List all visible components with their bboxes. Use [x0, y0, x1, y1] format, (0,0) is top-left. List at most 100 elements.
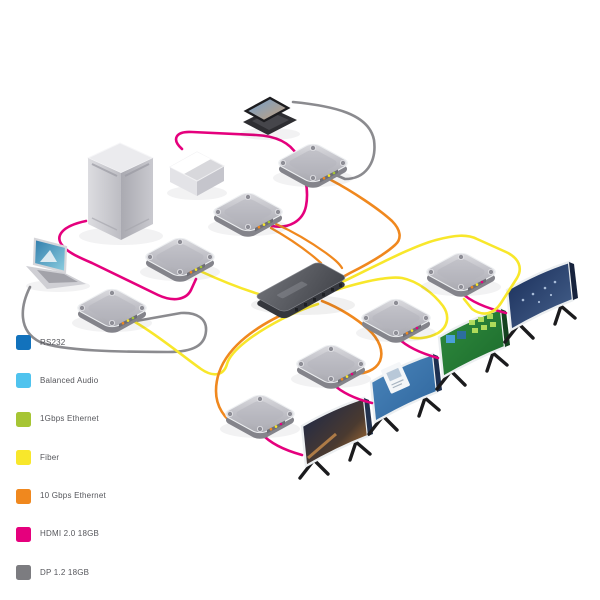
ethernet-cable-encoder2-to-switch-b: [274, 222, 344, 270]
legend-label: 10 Gbps Ethernet: [40, 491, 106, 501]
legend-item-10g-ethernet: 10 Gbps Ethernet: [16, 488, 106, 504]
legend: RS232 Balanced Audio 1Gbps Ethernet Fibe…: [16, 335, 106, 581]
legend-label: Balanced Audio: [40, 375, 99, 385]
corner-screws: [363, 299, 429, 336]
document-image: [386, 367, 402, 382]
receiver-3: [291, 344, 371, 389]
puck-plate: [437, 259, 485, 285]
mediabox-front: [170, 167, 197, 196]
legend-label: HDMI 2.0 18GB: [40, 529, 100, 539]
hdmi-cable-tower-to-encoder3: [58, 219, 198, 301]
corner-screws: [215, 193, 281, 230]
monitor-skyline: [503, 260, 578, 344]
encoder-4: [72, 288, 152, 333]
port-leds: [322, 171, 336, 180]
mediabox-lid: [170, 152, 211, 174]
puck-plate: [156, 244, 204, 270]
monitor-screen: [505, 260, 575, 332]
switch-ports: [295, 283, 342, 312]
ethernet-cable-switch-to-receiver3: [320, 299, 383, 375]
ethernet-cable-encoder1-to-switch: [329, 178, 401, 280]
monitor-city-night: [298, 396, 373, 480]
monitor-edge: [433, 354, 442, 392]
legend-label: RS232: [40, 337, 66, 347]
legend-item-1g-ethernet: 1Gbps Ethernet: [16, 411, 106, 427]
port-leds: [470, 280, 484, 289]
laptop-screen: [243, 96, 291, 123]
tower-side: [121, 158, 153, 240]
legend-item-hdmi: HDMI 2.0 18GB: [16, 526, 106, 542]
port-leds: [121, 316, 135, 325]
port-leds: [189, 265, 203, 274]
corner-screws: [298, 345, 364, 382]
legend-item-fiber: Fiber: [16, 450, 106, 466]
puck-plate: [307, 351, 355, 377]
monitor-leg-icon: [435, 351, 509, 391]
port-leds: [405, 326, 419, 335]
fiber-color-swatch: [16, 450, 31, 466]
legend-label: Fiber: [40, 452, 60, 462]
dp-cable-silver-laptop-to-encoder4: [21, 285, 208, 354]
port-leds: [269, 422, 283, 431]
tower-handle: [91, 163, 150, 177]
encoder-2: [208, 192, 288, 237]
skyline-lights: [521, 280, 557, 304]
laptop-keyboard: [252, 112, 289, 130]
receiver-2: [356, 298, 436, 343]
silver-laptop: [26, 237, 90, 292]
device-shadow: [240, 128, 300, 140]
hdmi-color-swatch: [16, 526, 31, 542]
dashboard-cells: [469, 314, 496, 333]
receiver-1: [421, 252, 501, 297]
corner-screws: [79, 289, 145, 326]
tower-vents: [91, 217, 150, 232]
receiver-4: [220, 394, 300, 439]
monitor-leg-icon: [367, 396, 441, 436]
balanced-audio-color-swatch: [16, 373, 31, 389]
puck-plate: [289, 150, 337, 176]
fiber-cable-switch-to-receiver1: [336, 234, 521, 315]
document-lines: [391, 379, 404, 389]
puck-plate: [372, 305, 420, 331]
encoder-3: [140, 237, 220, 282]
corner-screws: [147, 238, 213, 275]
legend-label: 1Gbps Ethernet: [40, 414, 99, 424]
10g-ethernet-color-swatch: [16, 488, 31, 504]
puck-plate: [224, 199, 272, 225]
dp-cable-black-laptop-to-encoder1: [291, 100, 376, 181]
mediabox-side: [197, 166, 224, 196]
monitor-leg-icon: [503, 304, 577, 344]
monitor-presentation: [367, 352, 442, 436]
monitor-edge: [569, 262, 578, 300]
1g-ethernet-color-swatch: [16, 411, 31, 427]
media-player-box: [167, 151, 227, 200]
port-leds: [257, 220, 271, 229]
port-leds: [340, 372, 354, 381]
encoder-1: [273, 143, 353, 188]
puck-plate: [236, 401, 284, 427]
puck-plate: [88, 295, 136, 321]
network-switch: [251, 262, 355, 319]
tower-computer: [79, 142, 163, 245]
switch-label-area: [277, 281, 308, 299]
fiber-cable-switch-to-receiver2: [334, 276, 449, 340]
mountain-peak: [40, 250, 57, 262]
corner-screws: [428, 253, 494, 290]
corner-screws: [227, 395, 293, 432]
dashboard-thumbnails: [446, 331, 466, 343]
rs232-color-swatch: [16, 335, 31, 350]
legend-item-balanced-audio: Balanced Audio: [16, 373, 106, 389]
legend-item-rs232: RS232: [16, 335, 106, 350]
dp-color-swatch: [16, 565, 31, 581]
ethernet-cable-encoder2-to-switch-a: [269, 226, 323, 265]
switch-top: [256, 262, 346, 312]
corner-screws: [280, 144, 346, 181]
laptop-keyboard: [37, 270, 78, 283]
legend-label: DP 1.2 18GB: [40, 567, 90, 577]
black-laptop: [240, 96, 300, 140]
monitor-leg-icon: [298, 440, 372, 480]
screen-light-streak: [307, 432, 337, 460]
monitor-edge: [364, 398, 373, 436]
